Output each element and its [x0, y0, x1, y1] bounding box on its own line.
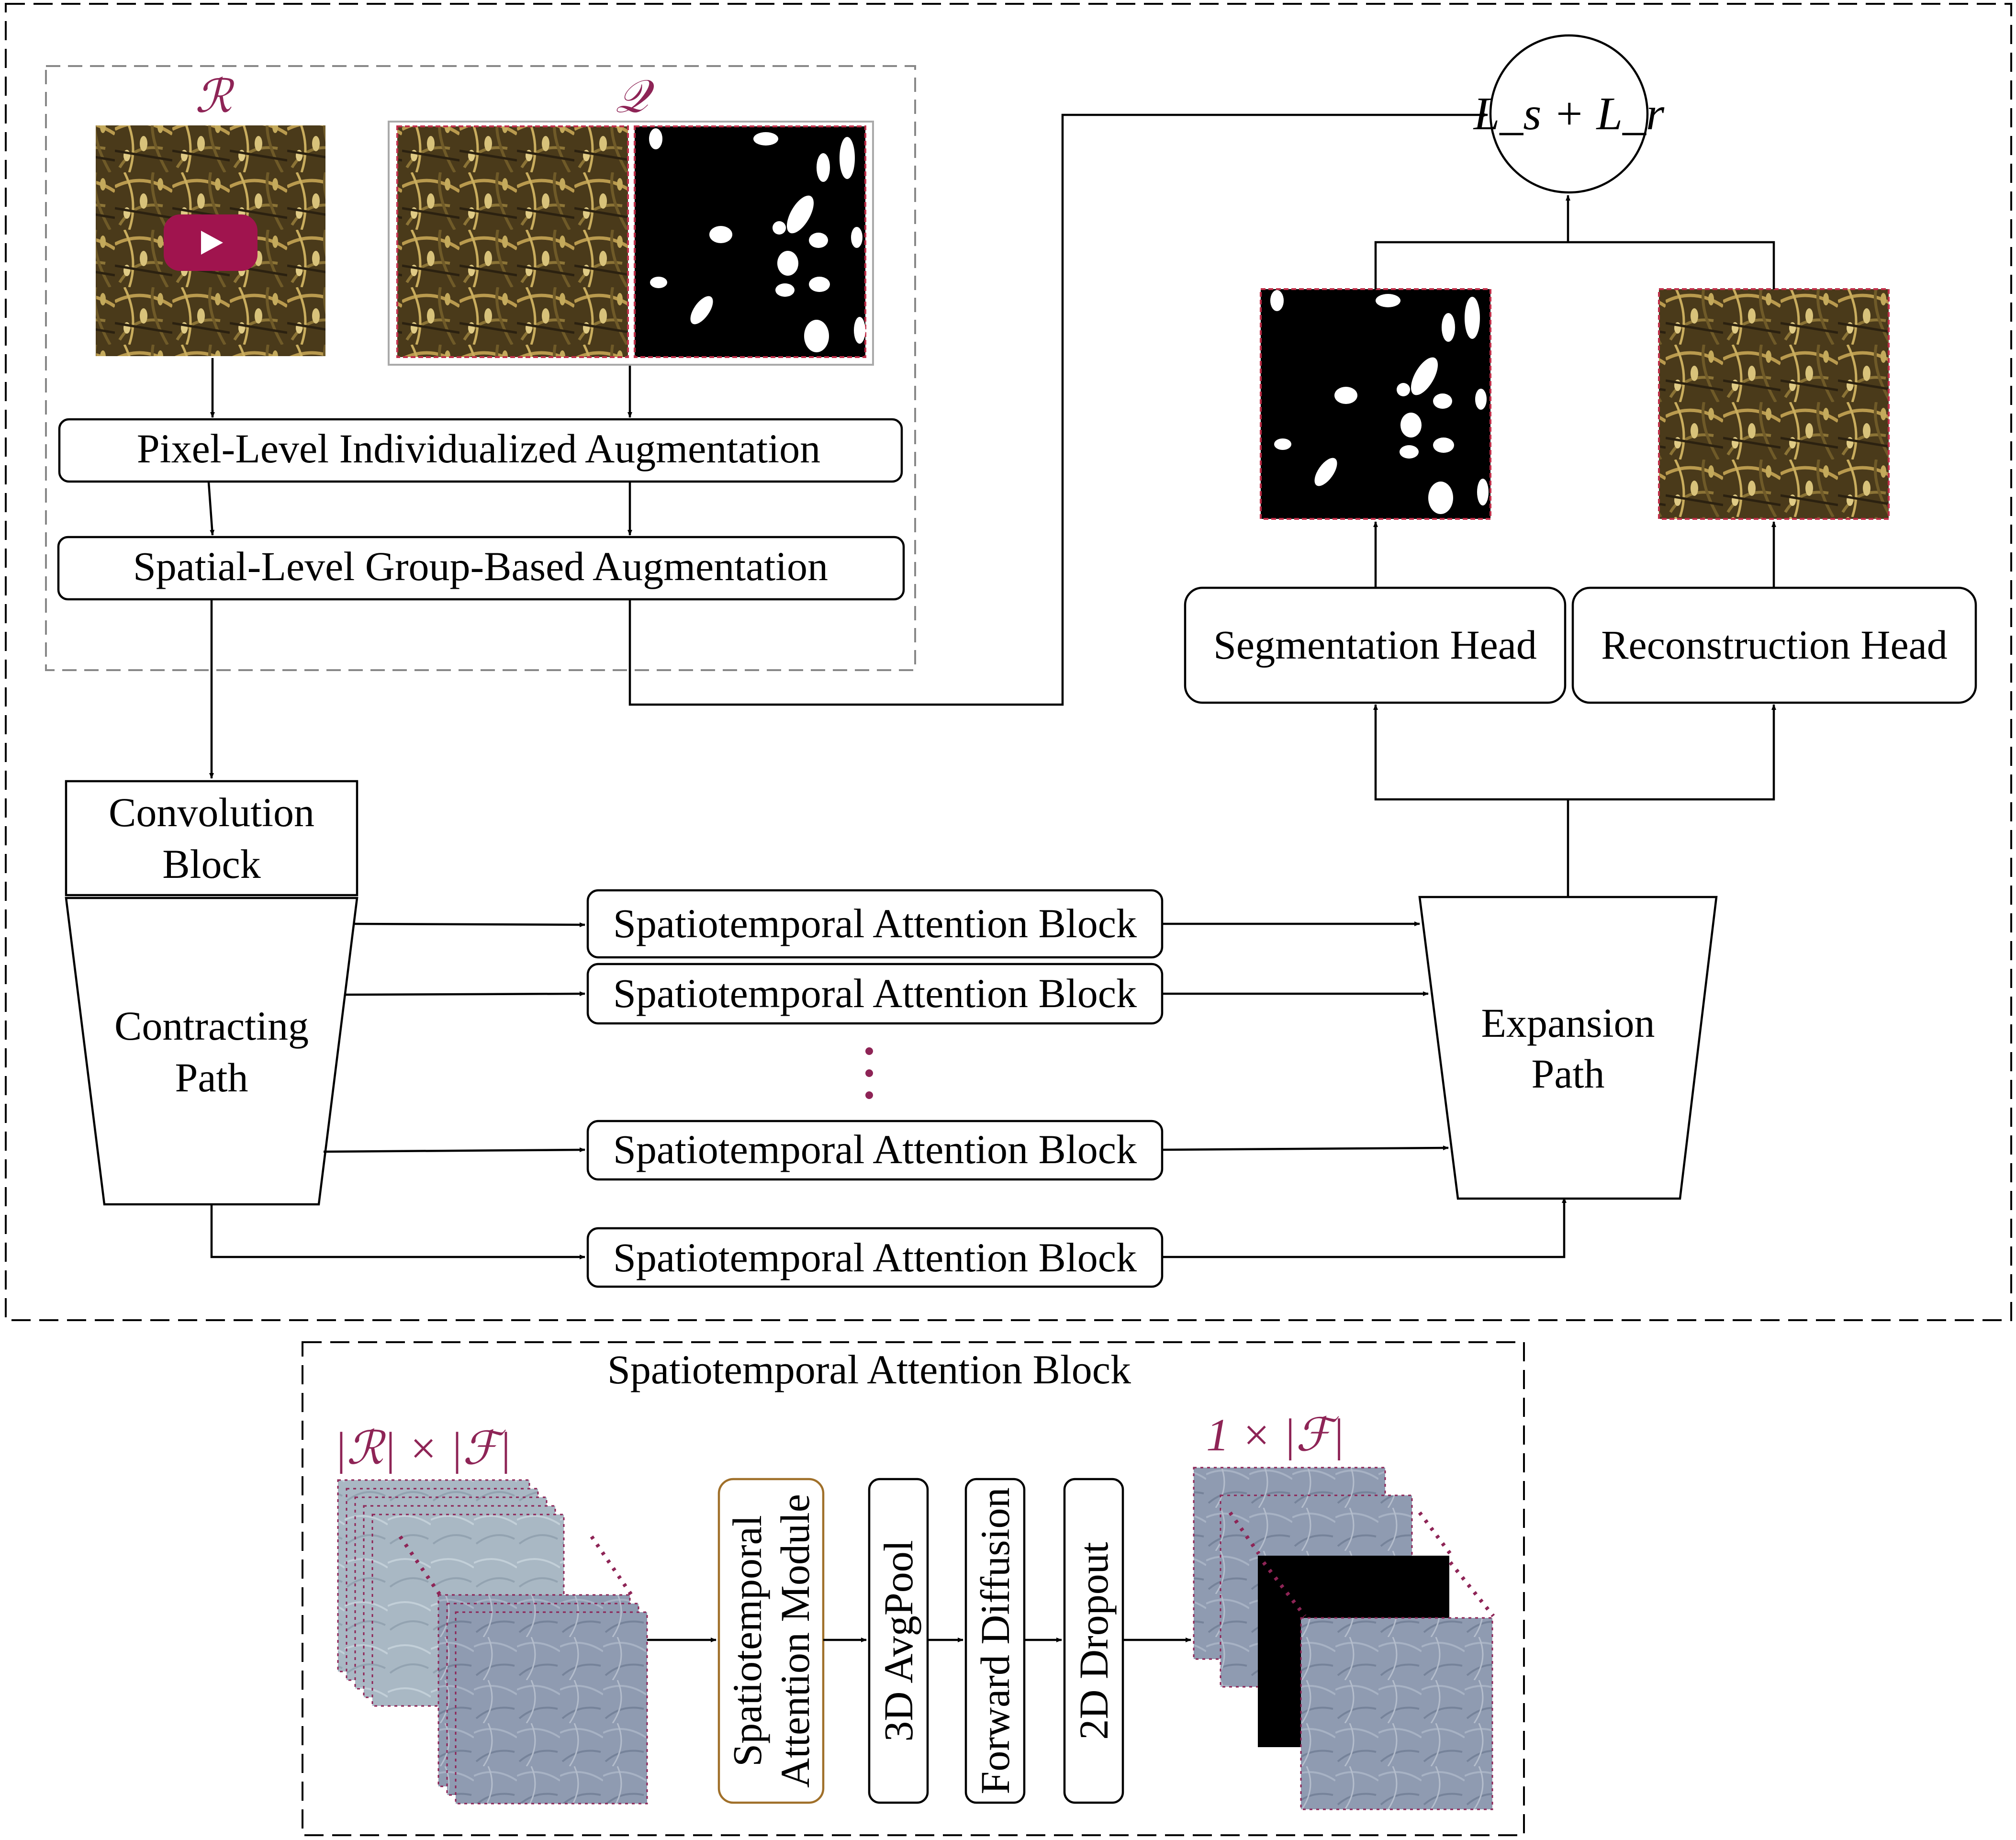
avgpool-label: 3D AvgPool — [875, 1540, 921, 1741]
spatial-level-augmentation-box — [57, 536, 905, 601]
attention-block-detail-title: Spatiotemporal Attention Block — [607, 1346, 1131, 1392]
convolution-block-label-2: Block — [162, 841, 260, 887]
contracting-path-label-1: Contracting — [114, 1003, 309, 1049]
attention-block-3 — [586, 1120, 1164, 1181]
reconstructed-image — [1658, 288, 1890, 520]
output-feature-stack — [1193, 1467, 1495, 1810]
attention-block-2-label: Spatiotemporal Attention Block — [613, 970, 1137, 1016]
reconstruction-head-label: Reconstruction Head — [1601, 622, 1948, 668]
loss-label: L_s + L_r — [1473, 88, 1665, 140]
contracting-path-label-2: Path — [175, 1055, 248, 1100]
input-augmentation-frame — [45, 65, 916, 671]
q-symbol: 𝒬 — [616, 71, 655, 122]
expansion-path-label-2: Path — [1532, 1051, 1605, 1097]
convolution-block — [65, 780, 358, 897]
output-dims-label: 1 × |ℱ| — [1206, 1409, 1344, 1460]
main-pipeline-frame — [5, 3, 2012, 1321]
input-dims-label: |ℛ| × |ℱ| — [334, 1423, 511, 1474]
expansion-path-label-1: Expansion — [1481, 1000, 1655, 1046]
pixel-level-augmentation-box — [58, 418, 903, 483]
attention-module-label-1: Spatiotemporal — [724, 1515, 770, 1766]
pixel-level-augmentation-label: Pixel-Level Individualized Augmentation — [137, 426, 820, 471]
play-button-icon[interactable] — [164, 214, 258, 271]
dropout-label: 2D Dropout — [1071, 1542, 1117, 1739]
loss-node — [1489, 34, 1649, 194]
predicted-mask — [1260, 288, 1491, 520]
attention-block-4-label: Spatiotemporal Attention Block — [613, 1234, 1137, 1280]
q-group-frame — [388, 121, 874, 366]
attention-module-label-2: Attention Module — [772, 1494, 818, 1788]
spatial-level-augmentation-label: Spatial-Level Group-Based Augmentation — [133, 543, 828, 589]
segmentation-head-label: Segmentation Head — [1213, 622, 1537, 668]
contracting-path-trapezoid — [65, 897, 358, 1206]
expansion-path-trapezoid — [1418, 896, 1718, 1200]
attention-block-detail-frame — [302, 1341, 1525, 1836]
ellipsis-dots — [865, 1047, 873, 1099]
attention-block-4 — [586, 1227, 1164, 1288]
forward-diffusion-label: Forward Diffusion — [972, 1488, 1018, 1795]
attention-block-1-label: Spatiotemporal Attention Block — [613, 900, 1137, 946]
r-symbol: ℛ — [195, 71, 235, 122]
query-mask — [634, 125, 866, 358]
attention-block-3-label: Spatiotemporal Attention Block — [613, 1126, 1137, 1172]
convolution-block-label-1: Convolution — [109, 789, 314, 835]
input-feature-stack — [337, 1479, 648, 1805]
attention-block-2 — [586, 963, 1164, 1025]
query-image — [396, 125, 629, 358]
attention-block-1 — [586, 889, 1164, 959]
